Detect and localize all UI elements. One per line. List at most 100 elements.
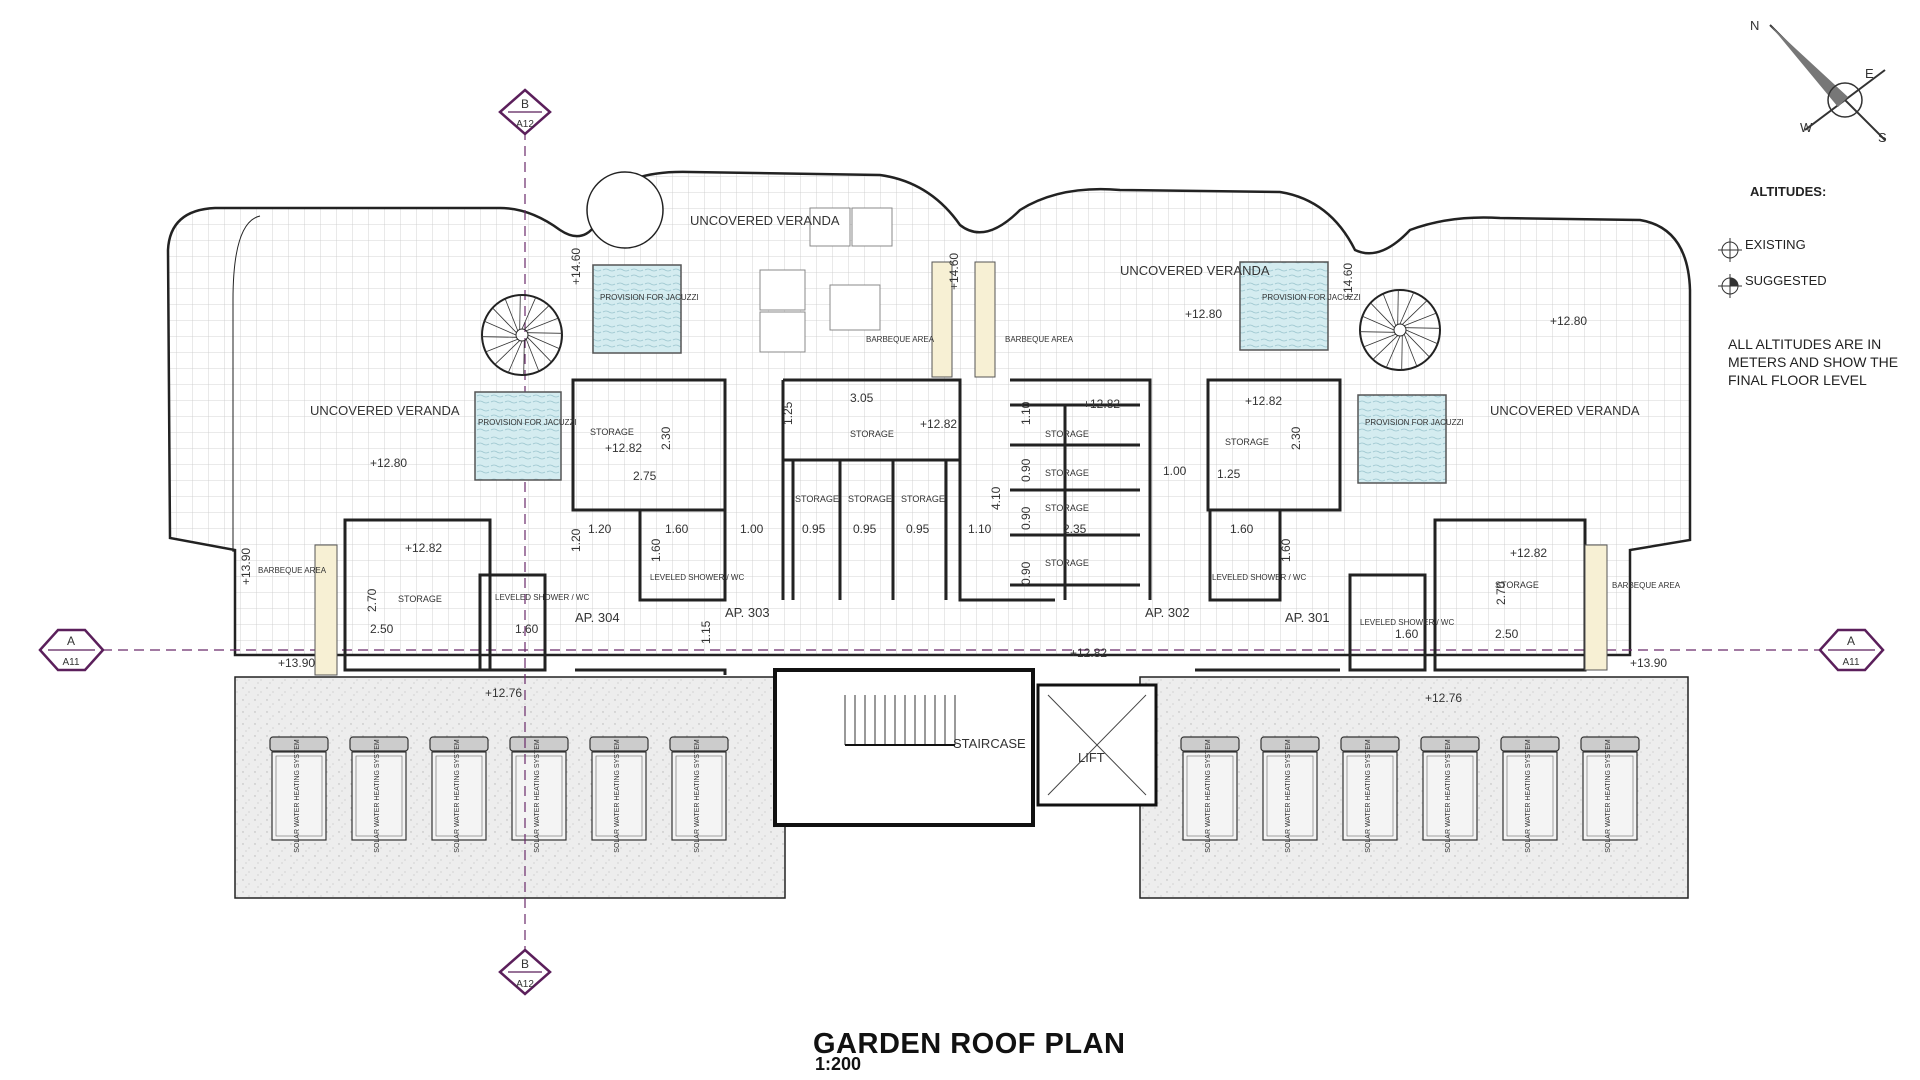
dimension-label: 3.05 (850, 391, 874, 405)
solar-panel-label: SOLAR WATER HEATING SYSTEM (614, 739, 621, 853)
dimension-label: 2.70 (365, 588, 379, 612)
outdoor-furniture (759, 207, 893, 353)
apartment-label-301: AP. 301 (1285, 610, 1330, 625)
solar-panel-unit: SOLAR WATER HEATING SYSTEM (349, 736, 409, 853)
compass-w: W (1800, 120, 1813, 135)
solar-panel-label: SOLAR WATER HEATING SYSTEM (294, 739, 301, 853)
storage-label: STORAGE (795, 494, 839, 504)
solar-panel-unit: SOLAR WATER HEATING SYSTEM (509, 736, 569, 853)
dimension-label: 1.00 (740, 522, 764, 536)
dimension-label: 2.75 (633, 469, 657, 483)
barbeque-strips (314, 261, 1608, 676)
barbeque-label: BARBEQUE AREA (258, 566, 327, 575)
storage-label: STORAGE (398, 594, 442, 604)
apartment-label-304: AP. 304 (575, 610, 620, 625)
solar-panel-unit: SOLAR WATER HEATING SYSTEM (269, 736, 329, 853)
shower-label: LEVELED SHOWER / WC (1360, 618, 1454, 627)
dimension-label: 0.95 (906, 522, 930, 536)
solar-panel-unit: SOLAR WATER HEATING SYSTEM (1260, 736, 1320, 853)
level-mark: +14.60 (569, 248, 583, 285)
shower-label: LEVELED SHOWER / WC (1212, 573, 1306, 582)
solar-panel-label: SOLAR WATER HEATING SYSTEM (454, 739, 461, 853)
dimension-label: 1.00 (1163, 464, 1187, 478)
dimension-label: 1.60 (515, 622, 539, 636)
section-marker-a-right: A A11 (1818, 628, 1885, 672)
storage-label: STORAGE (1495, 580, 1539, 590)
storage-label: STORAGE (1045, 429, 1089, 439)
storage-label: STORAGE (1225, 437, 1269, 447)
apartment-label-302: AP. 302 (1145, 605, 1190, 620)
solar-panel-unit: SOLAR WATER HEATING SYSTEM (1580, 736, 1640, 853)
veranda-label-1: UNCOVERED VERANDA (690, 213, 840, 228)
legend-suggested-label: SUGGESTED (1745, 273, 1827, 288)
dimension-label: 1.20 (588, 522, 612, 536)
storage-label: STORAGE (848, 494, 892, 504)
dimension-label: 0.95 (802, 522, 826, 536)
dimension-label: 1.60 (1279, 538, 1293, 562)
section-a-letter: A (1847, 634, 1855, 648)
solar-panel-unit: SOLAR WATER HEATING SYSTEM (1500, 736, 1560, 853)
jacuzzi-label: PROVISION FOR JACUZZI (478, 418, 577, 427)
dimension-label: 1.15 (699, 620, 713, 644)
section-b-sheet: A12 (516, 119, 534, 130)
compass-n: N (1750, 18, 1759, 33)
section-a-letter: A (67, 634, 75, 648)
section-b-letter: B (521, 97, 529, 111)
shower-label: LEVELED SHOWER / WC (495, 593, 589, 602)
drawing-scale: 1:200 (815, 1054, 862, 1074)
lift-label: LIFT (1078, 750, 1105, 765)
solar-panel-label: SOLAR WATER HEATING SYSTEM (1445, 739, 1452, 853)
solar-panel-label: SOLAR WATER HEATING SYSTEM (694, 739, 701, 853)
dimension-label: 1.60 (649, 538, 663, 562)
section-b-letter: B (521, 957, 529, 971)
storage-label: STORAGE (1045, 503, 1089, 513)
stair-steps (844, 695, 956, 746)
level-mark: +14.60 (1341, 263, 1355, 300)
stair-core (773, 668, 1158, 827)
altitudes-note: ALL ALTITUDES ARE IN METERS AND SHOW THE… (1728, 336, 1899, 388)
dimension-label: 2.35 (1063, 522, 1087, 536)
solar-panel-label: SOLAR WATER HEATING SYSTEM (1525, 739, 1532, 853)
barbeque-label: BARBEQUE AREA (1005, 335, 1074, 344)
dimension-label: 1.20 (569, 528, 583, 552)
apartment-label-303: AP. 303 (725, 605, 770, 620)
jacuzzi-label: PROVISION FOR JACUZZI (600, 293, 699, 302)
level-mark: +12.82 (1070, 646, 1107, 660)
dimension-label: 0.90 (1019, 458, 1033, 482)
level-mark: +12.82 (1245, 394, 1282, 408)
veranda-label-3: UNCOVERED VERANDA (310, 403, 460, 418)
section-a-sheet: A11 (62, 657, 79, 668)
level-mark: +12.82 (405, 541, 442, 555)
solar-panels: SOLAR WATER HEATING SYSTEM SOLAR WATER HE… (269, 736, 1640, 853)
veranda-label-2: UNCOVERED VERANDA (1120, 263, 1270, 278)
solar-panel-label: SOLAR WATER HEATING SYSTEM (1205, 739, 1212, 853)
dimension-label: 1.60 (1395, 627, 1419, 641)
dimension-label: 2.30 (659, 426, 673, 450)
storage-label: STORAGE (1045, 558, 1089, 568)
level-mark: +13.90 (278, 656, 315, 670)
compass-icon (1769, 24, 1886, 141)
level-mark: +12.80 (1185, 307, 1222, 321)
solar-panel-label: SOLAR WATER HEATING SYSTEM (1285, 739, 1292, 853)
dimension-label: 1.10 (1019, 401, 1033, 425)
storage-label: STORAGE (590, 427, 634, 437)
solar-panel-unit: SOLAR WATER HEATING SYSTEM (589, 736, 649, 853)
legend-existing-label: EXISTING (1745, 237, 1806, 252)
solar-panel-label: SOLAR WATER HEATING SYSTEM (1365, 739, 1372, 853)
dimension-label: 2.70 (1494, 581, 1508, 605)
level-mark: +12.76 (1425, 691, 1462, 705)
level-mark: +12.82 (605, 441, 642, 455)
level-mark: +12.82 (920, 417, 957, 431)
storage-label: STORAGE (901, 494, 945, 504)
spiral-spokes (482, 290, 1440, 375)
jacuzzi-label: PROVISION FOR JACUZZI (1365, 418, 1464, 427)
dimension-label: 0.90 (1019, 561, 1033, 585)
dimension-label: 1.60 (1230, 522, 1254, 536)
section-a-sheet: A11 (1842, 657, 1859, 668)
section-marker-a-left: A A11 (38, 628, 105, 672)
altitude-existing-icon (1718, 238, 1742, 262)
jacuzzi-label: PROVISION FOR JACUZZI (1262, 293, 1361, 302)
veranda-label-4: UNCOVERED VERANDA (1490, 403, 1640, 418)
section-marker-b-bottom: B A12 (498, 948, 552, 996)
